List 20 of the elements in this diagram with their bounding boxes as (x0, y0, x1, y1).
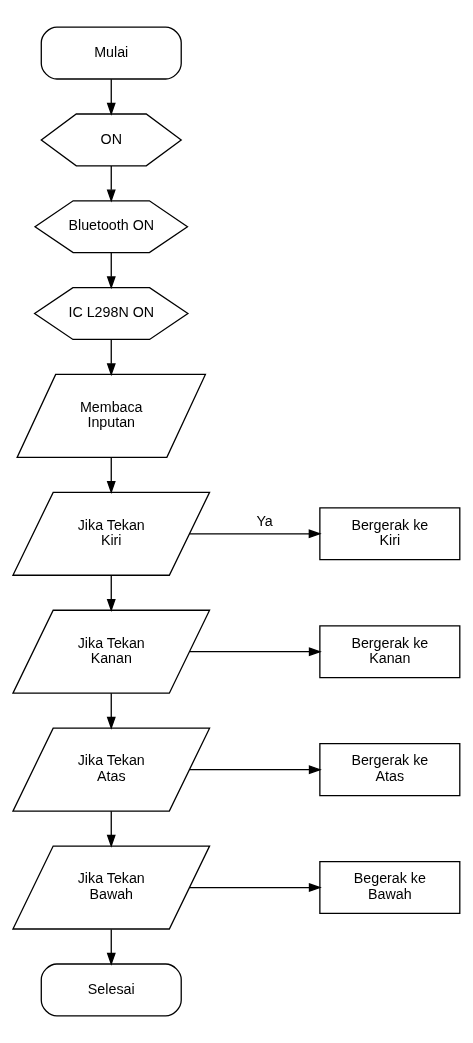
arrow (106, 574, 116, 612)
arrow (106, 338, 116, 377)
arrow (106, 78, 116, 116)
arrow (106, 692, 116, 730)
node-box: Bergerak ke Kiri (319, 507, 461, 561)
arrow (188, 883, 322, 893)
node-box: Begerak ke Bawah (319, 861, 461, 915)
arrow (106, 252, 116, 290)
node-box: Mulai (40, 26, 182, 80)
edge-label: Ya (256, 512, 273, 529)
arrow (106, 810, 116, 848)
arrow (106, 456, 116, 494)
node-box: Bergerak ke Kanan (319, 625, 461, 679)
arrow (188, 647, 322, 657)
arrow (188, 765, 322, 775)
arrow (106, 928, 116, 966)
arrow (106, 165, 116, 203)
arrow (188, 529, 322, 539)
node-box: Bergerak ke Atas (319, 743, 461, 797)
node-box: Selesai (40, 963, 182, 1017)
